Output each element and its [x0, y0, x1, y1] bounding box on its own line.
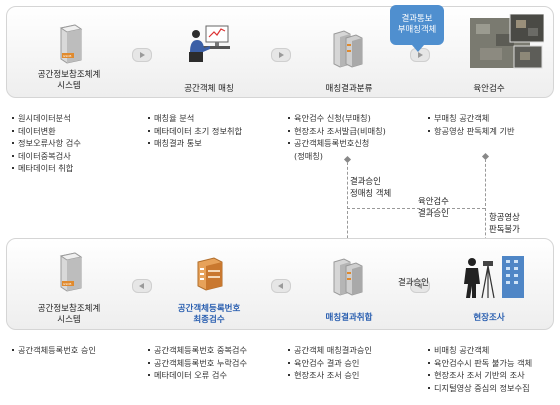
list-item: 비매칭 공간객체 [428, 344, 532, 357]
step-title: 육안검수 [473, 84, 505, 94]
list-item: 육안검수 결과 승인 [288, 357, 372, 370]
bottom-step-gis-system: GSCB 공간정보참조체계 시스템 [10, 238, 128, 328]
step-title: 매칭결과취합 [325, 313, 373, 323]
list-item: 공간객체 매칭결과승인 [288, 344, 372, 357]
flow-label-result-approval: 결과승인 [398, 277, 429, 287]
list-item: 공간객체등록번호 누락검수 [148, 357, 247, 370]
server-icon [333, 30, 363, 68]
bottom-step-final-inspection: 공간객체등록번호 최종검수 [150, 238, 268, 328]
server-rack-icon [197, 257, 223, 291]
list-item: 원시데이터분석 [12, 112, 81, 125]
svg-text:GSCB: GSCB [63, 282, 71, 286]
result-notice-bubble: 결과통보 부매칭객체 [390, 5, 444, 52]
surveyor-icon [464, 256, 524, 299]
step-title: 공간정보참조체계 시스템 [37, 304, 101, 325]
chevron-right-icon [271, 48, 291, 62]
bottom-step-4-tasks: 비매칭 공간객체 육안검수시 판독 불가능 객체 현장조사 조서 기반의 조사 … [428, 344, 532, 394]
flow-label-aerial-unreadable: 항공영상 판독불가 [489, 212, 520, 234]
bottom-step-field-survey: 현장조사 [430, 238, 548, 328]
bottom-step-3-tasks: 공간객체 매칭결과승인 육안검수 결과 승인 현장조사 조서 승인 [288, 344, 372, 382]
flow-line [347, 162, 348, 258]
list-item: 육안검수시 판독 불가능 객체 [428, 357, 532, 370]
top-step-1-tasks: 원시데이터분석 데이터변환 정보오류사항 검수 데이터중복검사 메타데이터 취합 [12, 112, 81, 175]
flow-line [485, 159, 486, 255]
list-item: 현장조사 조서 승인 [288, 369, 372, 382]
list-item: 매칭결과 통보 [148, 137, 242, 150]
top-step-visual-inspection: 육안검수 [430, 8, 548, 96]
list-item: 메타데이터 취합 [12, 162, 81, 175]
flow-label-result-approval-exact: 결과승인 정매칭 객체 [350, 176, 392, 198]
bottom-step-result-collection: 매칭결과취합 [290, 238, 408, 328]
server-icon [333, 258, 363, 296]
list-item: 메타데이터 초기 정보취합 [148, 125, 242, 138]
list-item: 항공영상 판독체계 기반 [428, 125, 515, 138]
aerial-photo-icon [470, 14, 544, 69]
operator-computer-icon [189, 25, 230, 62]
top-step-3-tasks: 육안검수 신청(부매칭) 현장조사 조서발급(비매칭) 공간객체등록번호신청 (… [288, 112, 386, 162]
flow-label-visual-inspection-approval: 육안검수 결과승인 [418, 196, 449, 218]
top-step-2-tasks: 매칭율 분석 메타데이터 초기 정보취합 매칭결과 통보 [148, 112, 242, 150]
list-item: 정보오류사항 검수 [12, 137, 81, 150]
top-step-gis-system: GSCB 공간정보참조체계 시스템 [10, 8, 128, 96]
top-step-object-matching: 공간객체 매칭 [150, 8, 268, 96]
list-item: 육안검수 신청(부매칭) [288, 112, 386, 125]
list-item: 현장조사 조서 기반의 조사 [428, 369, 532, 382]
step-title: 공간정보참조체계 시스템 [37, 70, 101, 91]
top-step-match-classification: 매칭결과분류 [290, 8, 408, 96]
list-item: 디지털영상 중심의 정보수집 [428, 382, 532, 395]
step-title: 매칭결과분류 [325, 84, 373, 94]
list-item: 공간객체등록번호신청 (정매칭) [288, 137, 386, 162]
flow-line [347, 208, 485, 209]
list-item: 데이터중복검사 [12, 150, 81, 163]
chevron-left-icon [132, 279, 152, 293]
step-title: 현장조사 [473, 313, 505, 323]
chevron-left-icon [271, 279, 291, 293]
svg-text:GSCB: GSCB [63, 54, 71, 58]
step-title: 공간객체 매칭 [184, 84, 234, 94]
list-item: 데이터변환 [12, 125, 81, 138]
step-title: 공간객체등록번호 최종검수 [177, 304, 241, 325]
list-item: 공간객체등록번호 중복검수 [148, 344, 247, 357]
list-item: 부매칭 공간객체 [428, 112, 515, 125]
list-item: 현장조사 조서발급(비매칭) [288, 125, 386, 138]
list-item: 메타데이터 오류 검수 [148, 369, 247, 382]
bottom-step-2-tasks: 공간객체등록번호 중복검수 공간객체등록번호 누락검수 메타데이터 오류 검수 [148, 344, 247, 382]
gis-server-icon: GSCB [59, 24, 83, 64]
list-item: 공간객체등록번호 승인 [12, 344, 96, 357]
bottom-step-1-tasks: 공간객체등록번호 승인 [12, 344, 96, 357]
gis-server-icon: GSCB [59, 252, 83, 292]
list-item: 매칭율 분석 [148, 112, 242, 125]
top-step-4-tasks: 부매칭 공간객체 항공영상 판독체계 기반 [428, 112, 515, 137]
chevron-right-icon [132, 48, 152, 62]
